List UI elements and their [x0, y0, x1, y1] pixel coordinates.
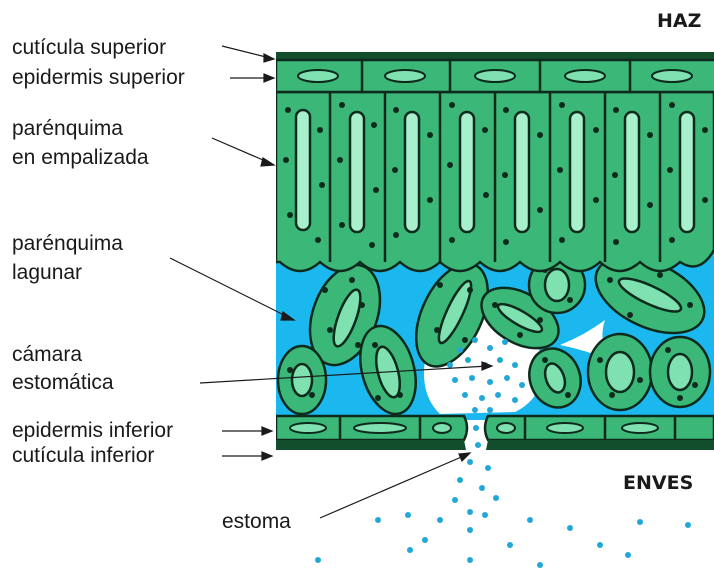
- cuticula-superior-label: cutícula superior: [12, 36, 166, 60]
- palisade-mesophyll: [276, 92, 714, 271]
- enves-label: ENVES: [623, 472, 693, 494]
- epidermis-inferior-label: epidermis inferior: [12, 419, 173, 443]
- camara-estomatica-label-1: cámara: [12, 343, 82, 367]
- haz-label: HAZ: [657, 10, 701, 32]
- parenquima-empalizada-label-2: en empalizada: [12, 146, 149, 170]
- cuticula-inferior-label: cutícula inferior: [12, 444, 154, 468]
- parenquima-lagunar-label-1: parénquima: [12, 232, 123, 256]
- upper-epidermis: [276, 52, 714, 92]
- camara-estomatica-label-2: estomática: [12, 371, 114, 395]
- parenquima-empalizada-label-1: parénquima: [12, 117, 123, 141]
- estoma-label: estoma: [222, 510, 291, 534]
- lower-epidermis: [276, 416, 714, 450]
- parenquima-lagunar-label-2: lagunar: [12, 261, 82, 285]
- epidermis-superior-label: epidermis superior: [12, 66, 185, 90]
